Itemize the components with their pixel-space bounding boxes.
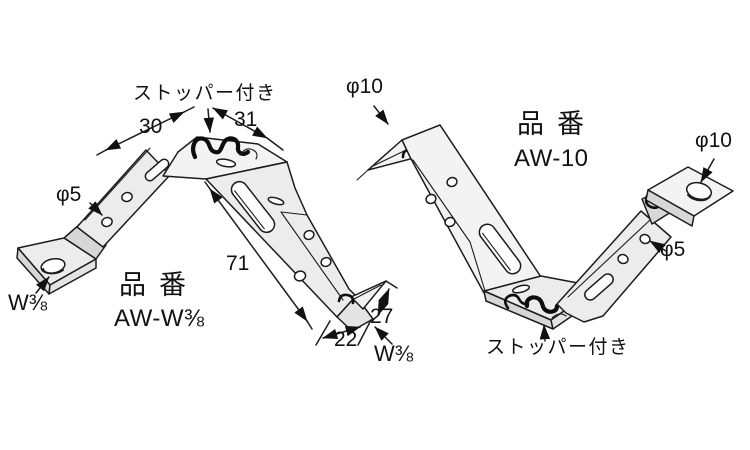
dim-line-31 [213,108,267,138]
right-bracket-leader-lines [374,106,714,341]
dim-label-31: 31 [234,108,258,131]
stopper-note-right: ストッパー付き [486,337,630,358]
phi5-right-leader [650,241,666,254]
stopper-tab-left-detail [240,149,257,159]
hole-phi10-rim [688,195,710,200]
left-rising-arm-slot [143,157,170,182]
hole-phi5 [444,216,456,228]
stopper-note-left: ストッパー付き [133,83,277,104]
left-end-flap [351,281,386,309]
right-top-plate-edge [646,190,694,226]
phi10-label-top: φ10 [346,75,383,98]
dim-label-27: 27 [370,305,394,328]
right-plate-small-slot [512,284,530,294]
hole-phi5 [425,193,437,205]
phi5-label-left: φ5 [56,183,82,206]
part-no-title-left: 品番 [119,270,199,300]
dim-31-ext [267,138,283,150]
w38-label-plate: W⅜ [8,290,48,315]
dim-line-30 [106,112,184,150]
dim-label-71: 71 [226,252,250,275]
stopper-arrow-right [539,325,551,341]
dim-30-ext [97,150,106,155]
stopper-arrow-left [203,109,214,132]
dim-71-ext [307,321,312,329]
hole-phi5 [320,256,332,268]
part-no-code-left: AW-W⅜ [114,305,205,332]
right-top-tab-fold [371,151,404,167]
dim-label-30: 30 [139,115,163,138]
dim-22-ext [316,321,330,345]
hole-phi5 [101,216,114,228]
w38-plate-arrow [36,277,49,293]
dim-30-ext [184,107,194,112]
part-no-title-right: 品番 [517,109,597,139]
dim-line-27 [378,289,389,315]
hole-phi5 [446,176,458,188]
stopper-tab-right-a [505,295,528,308]
w38-label-end: W⅜ [374,341,414,366]
left-top-plate-slot [216,158,236,168]
hole-phi5 [121,191,134,203]
left-end-flap-fold [354,285,381,299]
dim-line-71 [210,189,307,321]
phi5-label-right: φ5 [660,238,686,261]
left-bracket-drawing [17,137,386,331]
dim-label-22: 22 [334,328,358,351]
right-top-tab-ext [357,170,368,180]
phi5-left-leader [88,201,102,215]
stopper-tab-right-detail [552,314,566,318]
part-no-code-right: AW-10 [514,145,589,172]
dim-71-ext [205,182,210,189]
right-left-arm-fold [413,160,485,291]
right-right-arm-fold [568,220,650,297]
dim-22-ext [358,320,371,345]
w38-end-arrow [375,327,392,344]
left-bracket-dimension-lines [36,107,397,345]
left-long-arm [206,162,356,317]
right-right-arm-slot [583,272,616,303]
right-bracket-drawing [357,125,733,329]
phi10-label-plate: φ10 [695,129,732,152]
right-left-arm-slot [476,221,524,277]
stopper-tab-right-b [527,297,557,311]
stopper-tab-left [193,138,248,157]
hole-phi5 [617,253,629,265]
dim-27-ext [386,281,397,288]
dim-line-22 [323,326,360,339]
phi10-top-arrow [374,106,388,124]
hole-w38-rim [43,269,63,273]
left-end-curl [339,295,353,303]
right-right-arm [557,211,671,322]
phi10-plate-arrow [701,159,714,182]
hole-phi10 [685,180,713,202]
